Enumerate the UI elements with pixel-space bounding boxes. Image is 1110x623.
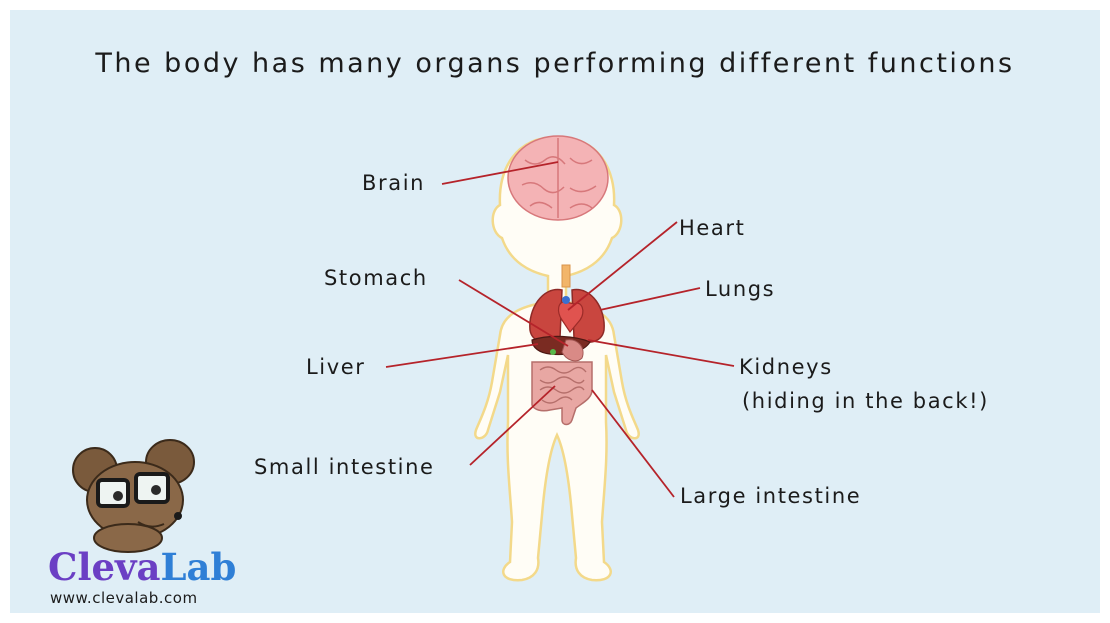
body-diagram: [10, 10, 1100, 613]
label-kidneys: Kidneys: [739, 354, 833, 380]
label-kidneys-note: (hiding in the back!): [742, 388, 989, 414]
gallbladder: [550, 349, 556, 355]
label-brain: Brain: [362, 170, 425, 196]
logo-url: www.clevalab.com: [50, 589, 198, 607]
label-lungs: Lungs: [705, 276, 775, 302]
lungs-leader: [600, 288, 700, 310]
logo-wordmark: ClevaLab: [48, 545, 236, 589]
logo-name-part2: Lab: [161, 545, 237, 589]
label-heart: Heart: [679, 215, 745, 241]
trachea: [562, 265, 570, 287]
label-large-intestine: Large intestine: [680, 483, 861, 509]
mascot-mouse: [73, 440, 194, 552]
label-liver: Liver: [306, 354, 366, 380]
mouse-nose: [174, 512, 182, 520]
label-stomach: Stomach: [324, 265, 428, 291]
left-lung: [530, 290, 562, 343]
logo-name-part1: Cleva: [48, 545, 161, 589]
slide-canvas: The body has many organs performing diff…: [10, 10, 1100, 613]
mouse-eye-left: [113, 491, 123, 501]
brain-organ: [508, 136, 608, 220]
mouse-glasses-left: [98, 480, 128, 506]
label-small-intestine: Small intestine: [254, 454, 435, 480]
mouse-eye-right: [151, 485, 161, 495]
heart-vessel: [562, 296, 570, 304]
